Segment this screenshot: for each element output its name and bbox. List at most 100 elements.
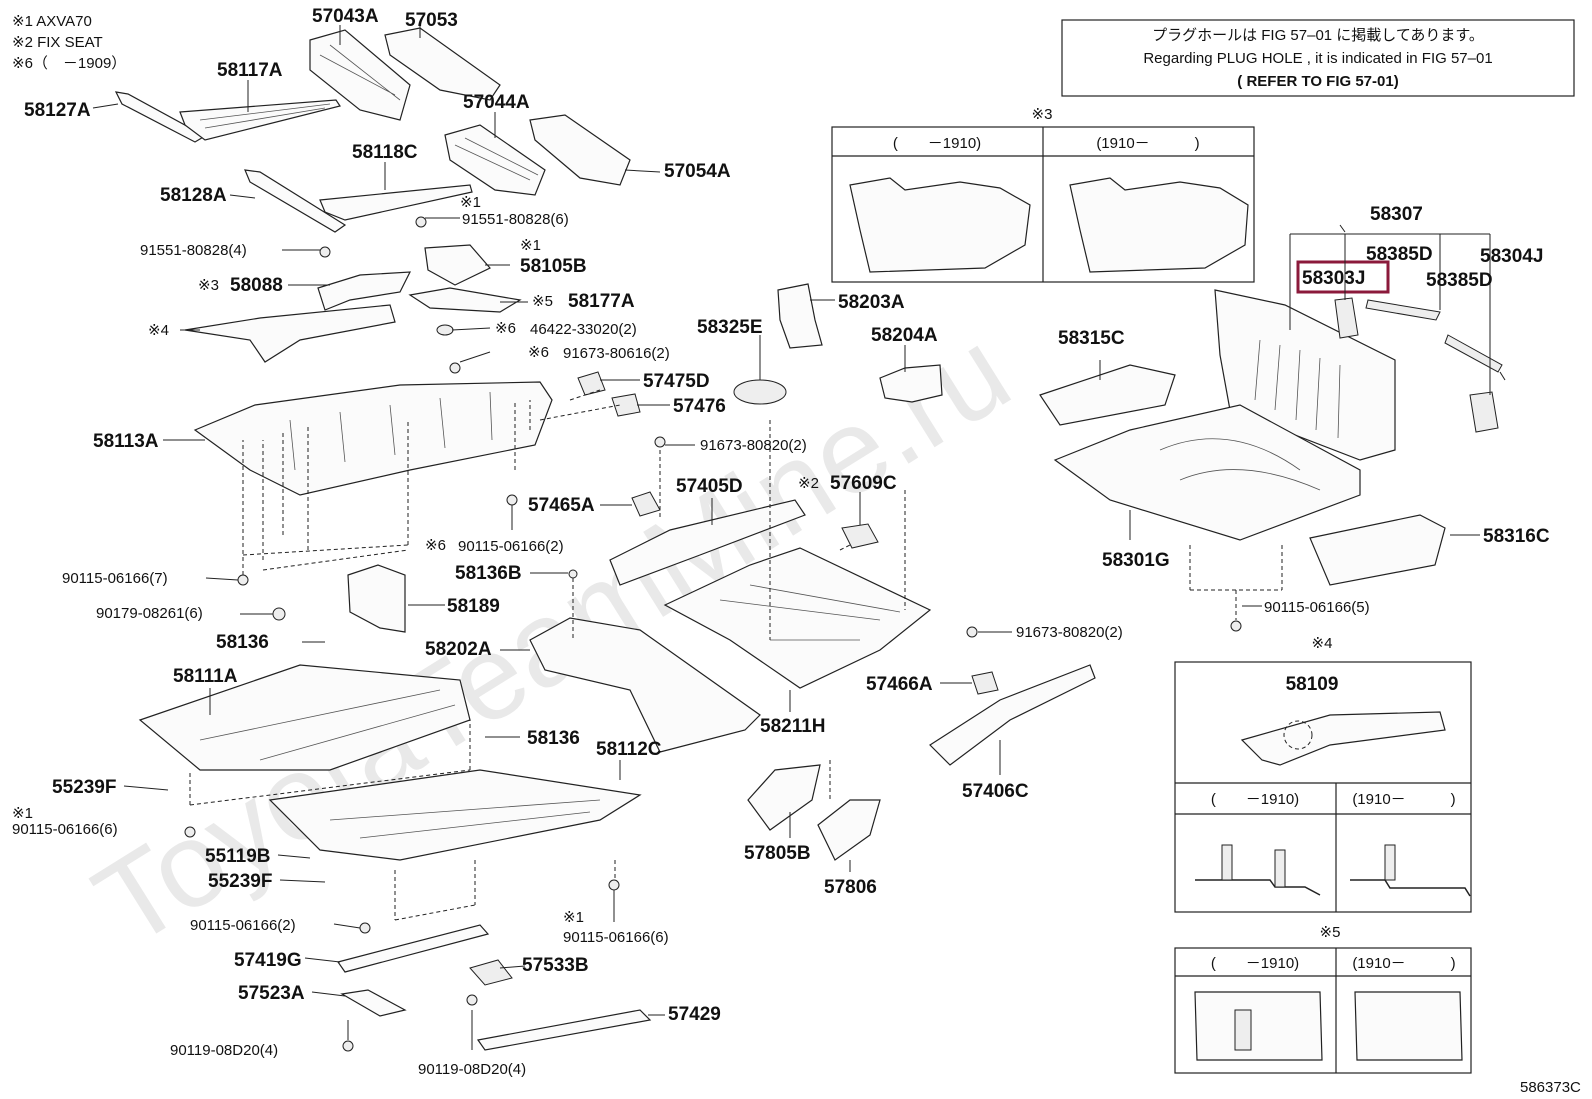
label-58204A[interactable]: 58204A [871,325,938,346]
label-58385D-lower[interactable]: 58385D [1426,270,1493,291]
part-57405D-shape[interactable] [609,499,806,586]
label-90119-08D20-a[interactable]: 90119-08D20(4) [170,1042,278,1059]
label-57806[interactable]: 57806 [824,877,877,898]
part-58202A-shape[interactable] [529,617,761,753]
label-90119-08D20-b[interactable]: 90119-08D20(4) [418,1061,526,1078]
part-57805B-shape[interactable] [747,764,821,831]
part-57466A-shape[interactable] [971,671,999,695]
label-58136-mid[interactable]: 58136 [527,728,580,749]
label-57476[interactable]: 57476 [673,396,726,417]
label-58189[interactable]: 58189 [447,596,500,617]
label-58105B[interactable]: 58105B [520,256,587,277]
label-90115-06166-7[interactable]: 90115-06166(7) [62,570,168,587]
label-58111A[interactable]: 58111A [173,666,238,687]
label-58127A[interactable]: 58127A [24,100,91,121]
part-57533B-shape[interactable] [469,959,513,986]
label-58136B[interactable]: 58136B [455,563,522,584]
label-91673-80616[interactable]: 91673-80616(2) [563,345,670,362]
label-57805B[interactable]: 57805B [744,843,811,864]
part-58385D-upper-shape[interactable] [1365,299,1441,321]
label-91673-80820-b[interactable]: 91673-80820(2) [1016,624,1123,641]
label-57405D[interactable]: 57405D [676,476,743,497]
label-91673-80820-a[interactable]: 91673-80820(2) [700,437,807,454]
label-58303J[interactable]: 58303J [1302,268,1365,289]
label-58202A[interactable]: 58202A [425,639,492,660]
part-57429-shape[interactable] [476,1009,652,1051]
label-58118C[interactable]: 58118C [352,142,418,163]
part-58385D-lower-shape[interactable] [1444,334,1503,373]
label-57475D[interactable]: 57475D [643,371,710,392]
part-57523A-shape[interactable] [340,989,407,1017]
part-58211H-shape[interactable] [663,547,932,689]
label-58128A[interactable]: 58128A [160,185,227,206]
label-58112C[interactable]: 58112C [596,739,662,760]
part-57806-shape[interactable] [817,799,881,861]
part-58113A-shape[interactable] [193,381,553,496]
label-58385D-upper[interactable]: 58385D [1366,244,1433,265]
label-55239F-top[interactable]: 55239F [52,777,116,798]
part-57475D-shape[interactable] [577,371,606,396]
label-57533B[interactable]: 57533B [522,955,589,976]
part-58304J-shape[interactable] [1469,391,1499,433]
label-91551-80828-6[interactable]: 91551-80828(6) [462,211,569,228]
label-58304J[interactable]: 58304J [1480,246,1543,267]
part-57419G-shape[interactable] [337,924,490,973]
label-55239F-bottom[interactable]: 55239F [208,871,272,892]
label-58177A[interactable]: 58177A [568,291,635,312]
part-58088-shape[interactable] [317,271,412,311]
label-57043A[interactable]: 57043A [312,6,379,27]
part-58118C-shape[interactable] [319,184,473,221]
part-58316C-shape[interactable] [1309,514,1446,586]
label-58136-top[interactable]: 58136 [216,632,269,653]
part-58315C-shape[interactable] [1039,364,1176,426]
label-58315C[interactable]: 58315C [1058,328,1125,349]
label-58211H[interactable]: 58211H [760,716,826,737]
part-mark4-shape[interactable] [184,304,396,363]
part-58189-shape[interactable] [347,564,406,633]
label-58117A[interactable]: 58117A [217,60,283,81]
part-58301G-shape[interactable] [1053,404,1361,541]
label-58325E[interactable]: 58325E [697,317,763,338]
label-90115-06166-6a[interactable]: 90115-06166(6) [12,821,118,838]
label-58113A[interactable]: 58113A [93,431,159,452]
part-58105B-shape[interactable] [424,244,491,286]
label-57609C[interactable]: 57609C [830,473,897,494]
label-57406C[interactable]: 57406C [962,781,1029,802]
label-58307[interactable]: 58307 [1370,204,1423,225]
label-90115-06166-2b[interactable]: 90115-06166(2) [190,917,296,934]
label-57054A[interactable]: 57054A [664,161,731,182]
label-57044A[interactable]: 57044A [463,92,530,113]
part-57406C-shape[interactable] [929,664,1096,766]
label-57523A[interactable]: 57523A [238,983,305,1004]
part-57054A-shape[interactable] [529,114,631,186]
label-90115-06166-6b[interactable]: 90115-06166(6) [563,929,669,946]
part-58127A-shape[interactable] [114,91,207,143]
label-46422-33020[interactable]: 46422-33020(2) [530,321,637,338]
part-58325E-shape[interactable] [733,379,787,405]
label-57419G[interactable]: 57419G [234,950,302,971]
label-91551-80828-4[interactable]: 91551-80828(4) [140,242,247,259]
part-58303J-shape[interactable] [1334,297,1359,339]
label-57466A[interactable]: 57466A [866,674,933,695]
mark-6-90115: ※6 [425,537,446,554]
part-58117A-shape[interactable] [179,99,341,141]
label-57465A[interactable]: 57465A [528,495,595,516]
part-58203A-shape[interactable] [777,283,823,349]
label-90115-06166-2a[interactable]: 90115-06166(2) [458,538,564,555]
label-90115-06166-5[interactable]: 90115-06166(5) [1264,599,1370,616]
part-58128A-shape[interactable] [244,169,347,233]
label-58088[interactable]: 58088 [230,275,283,296]
label-55119B[interactable]: 55119B [205,846,271,867]
label-58316C[interactable]: 58316C [1483,526,1550,547]
label-58301G[interactable]: 58301G [1102,550,1170,571]
label-90179-08261[interactable]: 90179-08261(6) [96,605,203,622]
clip-46422-shape[interactable] [436,324,454,336]
part-57476-shape[interactable] [611,393,641,417]
part-57044A-shape[interactable] [444,124,546,196]
label-57053[interactable]: 57053 [405,10,458,31]
part-57609C-shape[interactable] [841,523,879,549]
part-57043A-shape[interactable] [309,29,411,121]
label-58203A[interactable]: 58203A [838,292,905,313]
label-57429[interactable]: 57429 [668,1004,721,1025]
part-58177A-shape[interactable] [408,287,522,313]
